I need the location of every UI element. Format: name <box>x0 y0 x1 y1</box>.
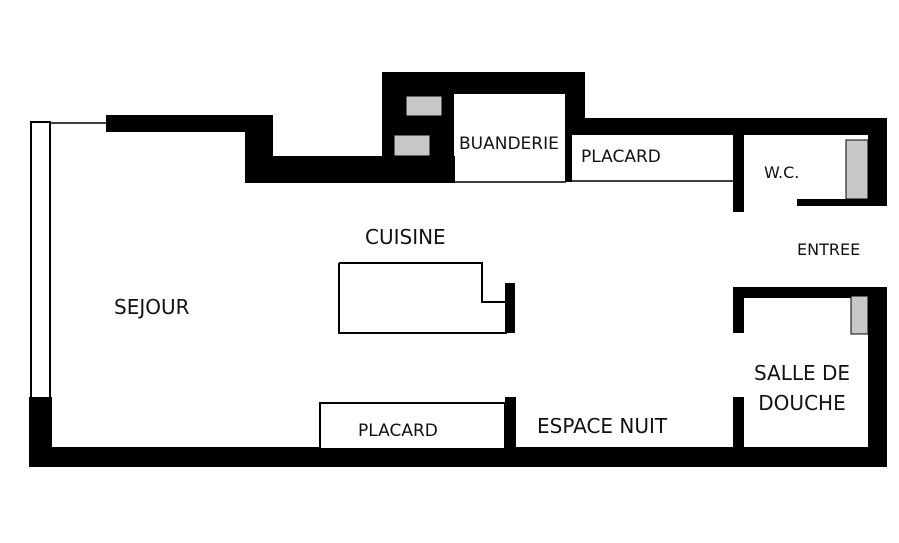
wall-top-buanderie <box>382 72 585 94</box>
wall-wc-left <box>733 118 744 212</box>
wall-top-right <box>565 118 887 135</box>
room-label-buanderie: BUANDERIE <box>459 134 559 154</box>
window-left <box>30 121 51 399</box>
room-label-entree: ENTREE <box>797 240 861 259</box>
wall-douche-top <box>733 287 887 298</box>
fixture-wc <box>845 139 869 200</box>
room-label-salle-de-douche-line1: SALLE DE <box>753 361 851 385</box>
room-label-wc: W.C. <box>764 163 800 182</box>
room-label-espace-nuit: ESPACE NUIT <box>537 414 668 438</box>
kitchen-counter <box>338 262 507 334</box>
wall-douche-left-top <box>733 287 744 333</box>
wall-right-top <box>868 118 887 206</box>
room-label-sejour: SEJOUR <box>114 295 190 319</box>
room-label-cuisine: CUISINE <box>365 225 446 249</box>
wall-bottom <box>29 447 887 467</box>
wall-right-bottom <box>868 287 887 467</box>
wall-buanderie-placard <box>565 94 572 182</box>
wall-wc-bottom <box>797 199 887 206</box>
fixture-shaft-1 <box>405 95 443 117</box>
room-label-placard-top: PLACARD <box>581 147 661 167</box>
room-label-placard-bottom: PLACARD <box>358 421 438 441</box>
wall-douche-left-bottom <box>733 397 744 455</box>
placard-bottom-outline <box>319 402 506 450</box>
fixture-shaft-2 <box>393 134 431 157</box>
room-label-salle-de-douche-line2: DOUCHE <box>758 391 846 415</box>
fixture-douche <box>850 295 869 335</box>
wall-top-left <box>106 115 273 132</box>
wall-nuit-left <box>505 397 516 455</box>
wall-kitchen-stub <box>505 283 515 333</box>
